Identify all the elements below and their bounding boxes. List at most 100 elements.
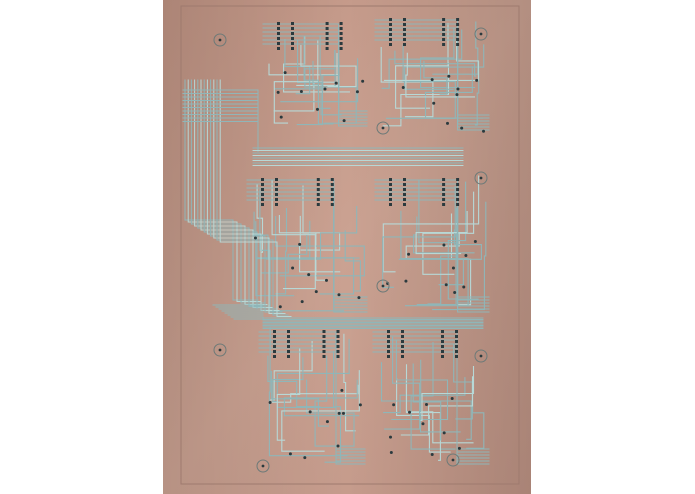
component-pad (442, 198, 446, 201)
copper-trace (422, 191, 475, 275)
copper-trace (381, 29, 463, 89)
component-pad (441, 355, 444, 358)
component-pad (336, 335, 340, 338)
via (407, 252, 411, 256)
component-pad (261, 193, 264, 196)
component-pad (401, 330, 404, 333)
mounting-hole-center (381, 284, 385, 288)
component-pad (287, 350, 290, 353)
component-pad (456, 193, 460, 196)
component-pad (339, 27, 343, 30)
component-pad (291, 47, 294, 50)
via (430, 78, 434, 82)
via (300, 300, 304, 304)
component-pad (456, 28, 460, 31)
copper-trace (447, 181, 479, 300)
copper-trace (213, 79, 286, 314)
copper-trace (275, 207, 288, 295)
component-pad (291, 27, 294, 30)
component-pad (339, 42, 343, 45)
via (361, 79, 365, 83)
component-pad (339, 32, 343, 35)
via (325, 420, 329, 424)
copper-trace (374, 199, 490, 298)
mounting-hole (474, 171, 488, 185)
component-pad (387, 345, 390, 348)
component-pad (403, 193, 406, 196)
component-pad (456, 183, 460, 186)
component-pad (389, 188, 392, 191)
component-pad (389, 178, 392, 181)
via (308, 410, 312, 414)
component-pad (261, 203, 264, 206)
via (456, 87, 460, 91)
component-pad (316, 203, 320, 206)
mounting-holes (213, 27, 488, 473)
mounting-hole-center (479, 176, 483, 180)
component-pad (456, 198, 460, 201)
component-pad (455, 355, 458, 358)
component-pad (325, 47, 329, 50)
component-pad (273, 330, 276, 333)
component-pad (325, 32, 329, 35)
component-pad (389, 38, 392, 41)
component-pad (401, 350, 404, 353)
component-pad (389, 193, 392, 196)
component-pad (456, 23, 460, 26)
component-pad (316, 183, 320, 186)
component-pad (403, 198, 406, 201)
component-pad (401, 355, 404, 358)
component-pad (277, 22, 280, 25)
component-pad (442, 38, 446, 41)
copper-trace (382, 185, 456, 288)
component-pad (316, 198, 320, 201)
via (455, 93, 459, 97)
component-pad (330, 203, 334, 206)
mounting-hole-center (218, 38, 222, 42)
copper-trace (283, 35, 350, 93)
component-pad (325, 27, 329, 30)
component-pad (387, 330, 390, 333)
component-pad (387, 340, 390, 343)
component-pad (330, 178, 334, 181)
component-pad (316, 178, 320, 181)
component-pad (403, 38, 406, 41)
copper-trace (276, 338, 350, 408)
component-pad (325, 37, 329, 40)
via (424, 402, 428, 406)
copper-trace (216, 79, 289, 316)
component-pad (441, 350, 444, 353)
copper-trace (420, 366, 475, 421)
via (357, 296, 361, 300)
copper-trace (182, 121, 259, 152)
copper-trace (412, 363, 442, 441)
via (278, 305, 282, 309)
component-pad (330, 183, 334, 186)
component-pad (387, 350, 390, 353)
component-pad (275, 178, 278, 181)
component-pad (330, 193, 334, 196)
copper-trace (219, 79, 292, 317)
copper-trace (260, 235, 308, 274)
component-pad (261, 183, 264, 186)
mounting-hole (213, 33, 227, 47)
via (337, 411, 341, 415)
component-pad (273, 335, 276, 338)
via (253, 236, 257, 240)
via (475, 78, 479, 82)
via (283, 71, 287, 75)
component-pad (316, 188, 320, 191)
copper-trace (391, 339, 449, 421)
component-pad (403, 178, 406, 181)
copper-trace (432, 201, 487, 311)
component-pad (339, 47, 343, 50)
copper-trace (281, 370, 360, 452)
via (334, 81, 338, 85)
via (447, 74, 451, 78)
mounting-hole-center (451, 458, 455, 462)
via (324, 278, 328, 282)
component-pad (273, 355, 276, 358)
copper-trace (395, 22, 449, 109)
component-pad (325, 22, 329, 25)
via (392, 403, 396, 407)
